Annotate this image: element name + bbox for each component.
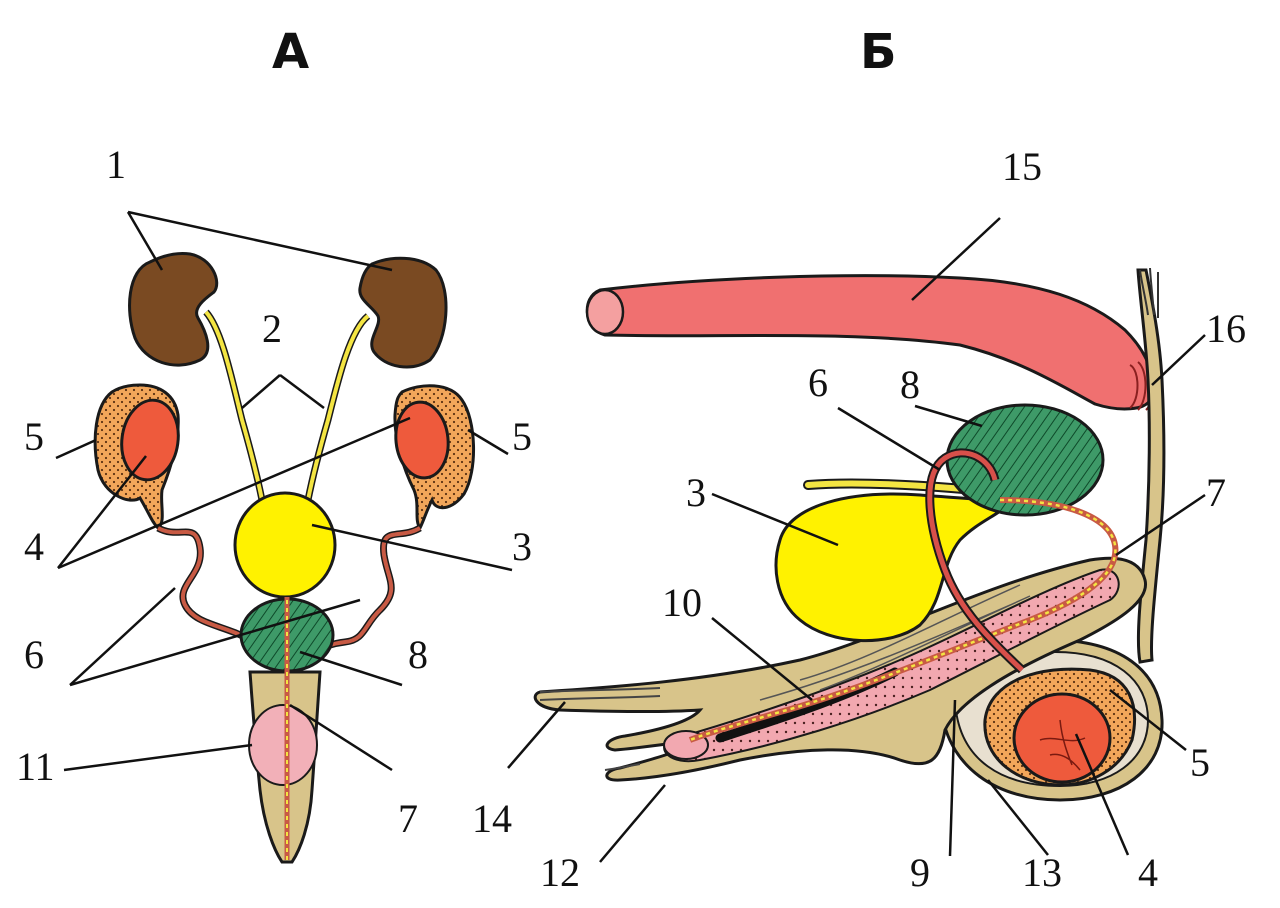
label-b-9: 9 <box>910 850 930 895</box>
prepuce-hair <box>539 687 661 771</box>
label-a-5-right: 5 <box>512 414 532 459</box>
label-b-15: 15 <box>1002 144 1042 189</box>
label-a-7: 7 <box>398 796 418 841</box>
testis-left <box>120 398 180 482</box>
diagram-b: 15 16 6 8 3 7 10 5 14 12 9 13 4 <box>472 144 1246 895</box>
label-b-7: 7 <box>1206 470 1226 515</box>
label-b-8: 8 <box>900 362 920 407</box>
diagram-a: 1 2 3 4 5 5 6 8 11 7 <box>16 142 532 864</box>
label-a-6: 6 <box>24 632 44 677</box>
label-a-3: 3 <box>512 524 532 569</box>
label-a-2: 2 <box>262 306 282 351</box>
label-a-1: 1 <box>106 142 126 187</box>
label-b-12: 12 <box>540 850 580 895</box>
tail-skin <box>1136 268 1166 664</box>
kidney-left <box>128 252 219 367</box>
label-b-14: 14 <box>472 796 512 841</box>
title-a: А <box>272 24 309 80</box>
label-a-8: 8 <box>408 632 428 677</box>
kidney-right <box>358 256 448 369</box>
label-a-5-left: 5 <box>24 414 44 459</box>
ureter-left <box>203 309 266 501</box>
rectum <box>585 274 1154 411</box>
label-b-4: 4 <box>1138 850 1158 895</box>
label-b-3: 3 <box>686 470 706 515</box>
bladder-b <box>774 492 1013 642</box>
label-b-13: 13 <box>1022 850 1062 895</box>
ureter-right <box>304 313 371 501</box>
testis-right <box>394 400 450 480</box>
label-a-11: 11 <box>16 744 55 789</box>
label-b-5: 5 <box>1190 740 1210 785</box>
testis-b <box>1012 692 1112 784</box>
label-a-4: 4 <box>24 524 44 569</box>
bladder <box>233 491 337 599</box>
title-b: Б <box>860 24 897 80</box>
label-b-6: 6 <box>808 360 828 405</box>
label-b-16: 16 <box>1206 306 1246 351</box>
label-b-10: 10 <box>662 580 702 625</box>
